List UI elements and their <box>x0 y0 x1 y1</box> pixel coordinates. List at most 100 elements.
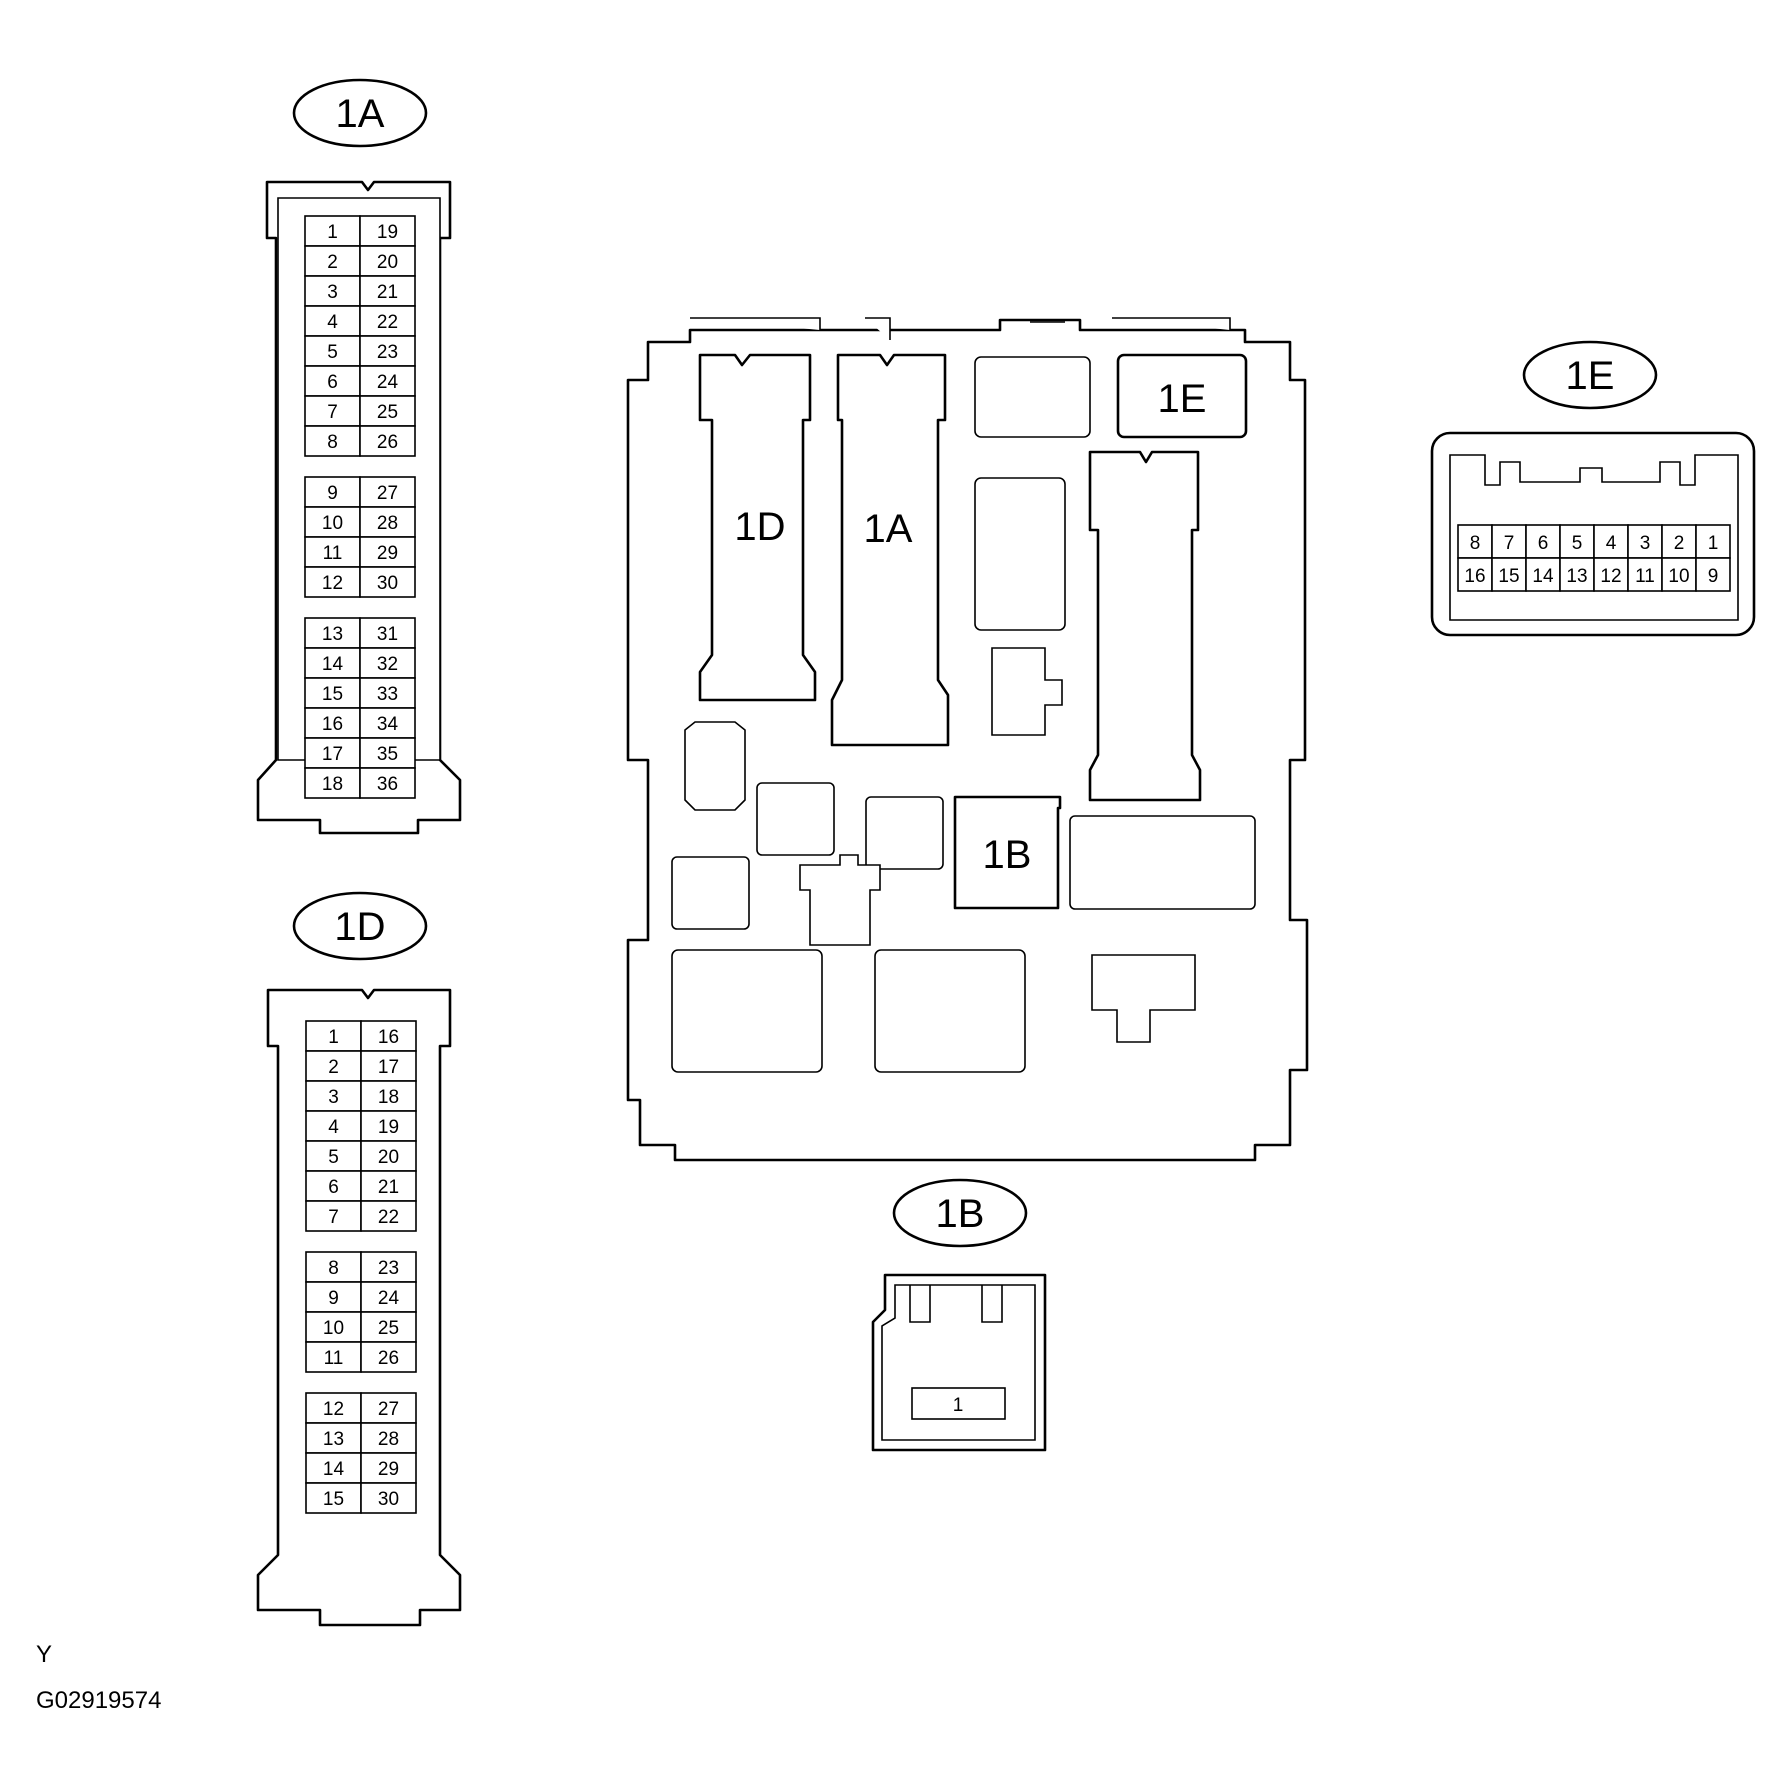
pin-number: 23 <box>378 1258 399 1279</box>
pin-number: 5 <box>327 342 338 363</box>
socket-1e-label: 1E <box>1158 377 1207 421</box>
pin-number: 9 <box>1708 566 1719 587</box>
pin-number: 15 <box>322 684 343 705</box>
pin-cell <box>305 1341 362 1373</box>
pin-number: 10 <box>322 513 343 534</box>
empty-slot <box>684 721 746 811</box>
socket-1d <box>698 353 817 702</box>
pin-number: 5 <box>1572 533 1583 554</box>
pin-cell <box>360 1140 417 1172</box>
pin-cell <box>360 1110 417 1142</box>
pin-cell <box>360 1080 417 1112</box>
pin-number: 27 <box>377 483 398 504</box>
pin-cell <box>1695 557 1731 592</box>
pin-number: 16 <box>1464 566 1485 587</box>
pin-cell <box>1695 524 1731 559</box>
pin-cell <box>304 617 361 649</box>
callout-1b-oval <box>892 1178 1028 1248</box>
callout-1a-oval <box>292 78 428 148</box>
pin-number: 30 <box>378 1489 399 1510</box>
pin-number: 5 <box>328 1147 339 1168</box>
pin-number: 10 <box>1668 566 1689 587</box>
view-code: Y <box>36 1641 52 1668</box>
empty-slot <box>974 477 1066 631</box>
pin-cell <box>359 767 416 799</box>
pin-cell <box>360 1452 417 1484</box>
pin-cell <box>359 566 416 598</box>
socket-1d-label: 1D <box>734 505 785 549</box>
pin-number: 18 <box>322 774 343 795</box>
callout-1d-label: 1D <box>334 905 385 949</box>
pin-number: 4 <box>328 1117 339 1138</box>
empty-slot <box>799 854 881 946</box>
pin-cell <box>1661 524 1697 559</box>
pin-number: 11 <box>324 1348 344 1369</box>
pin-cell <box>304 425 361 457</box>
empty-slot <box>865 796 944 870</box>
pin-number: 10 <box>323 1318 344 1339</box>
pin-number: 25 <box>377 402 398 423</box>
pin-number: 28 <box>377 513 398 534</box>
pin-cell <box>305 1251 362 1283</box>
pin-number: 1 <box>327 222 338 243</box>
pin-cell <box>1491 524 1527 559</box>
pin-number: 7 <box>327 402 338 423</box>
empty-slot <box>1091 954 1196 1043</box>
pin-number: 26 <box>377 432 398 453</box>
pin-number: 14 <box>323 1459 345 1480</box>
empty-slot <box>671 856 750 930</box>
pin-cell <box>1661 557 1697 592</box>
pin-number: 26 <box>378 1348 399 1369</box>
pin-number: 16 <box>322 714 343 735</box>
socket-1b-label: 1B <box>983 833 1032 877</box>
pin-number: 30 <box>377 573 398 594</box>
pin-cell <box>360 1020 417 1052</box>
pin-number: 29 <box>378 1459 399 1480</box>
pin-cell <box>304 305 361 337</box>
connector-1b-pin: 1 <box>953 1395 964 1416</box>
pin-number: 7 <box>328 1207 339 1228</box>
pin-cell <box>359 737 416 769</box>
pin-cell <box>305 1392 362 1424</box>
pin-number: 12 <box>1600 566 1621 587</box>
pin-number: 11 <box>1635 566 1655 587</box>
pin-cell <box>1593 557 1629 592</box>
pin-cell <box>360 1170 417 1202</box>
pin-number: 9 <box>328 1288 339 1309</box>
pin-number: 8 <box>328 1258 339 1279</box>
pin-number: 13 <box>1566 566 1587 587</box>
pin-number: 8 <box>327 432 338 453</box>
pin-number: 13 <box>323 1429 344 1450</box>
socket-1a <box>830 353 950 747</box>
pin-cell <box>305 1311 362 1343</box>
pin-number: 6 <box>1538 533 1549 554</box>
pin-cell <box>360 1482 417 1514</box>
pin-number: 13 <box>322 624 343 645</box>
pin-cell <box>1627 524 1663 559</box>
socket-1b <box>953 795 1062 910</box>
pin-cell <box>304 275 361 307</box>
pin-number: 2 <box>1674 533 1685 554</box>
empty-slot <box>974 356 1091 438</box>
pin-number: 9 <box>327 483 338 504</box>
empty-slot <box>991 647 1063 736</box>
callout-1a-label: 1A <box>336 92 385 136</box>
empty-slot <box>756 782 835 856</box>
pin-number: 7 <box>1504 533 1515 554</box>
pin-cell <box>359 395 416 427</box>
pin-number: 6 <box>328 1177 339 1198</box>
pin-number: 31 <box>377 624 398 645</box>
callout-1e-label: 1E <box>1566 354 1615 398</box>
pin-number: 11 <box>323 543 343 564</box>
pin-cell <box>304 677 361 709</box>
pin-number: 6 <box>327 372 338 393</box>
pin-number: 32 <box>377 654 398 675</box>
pin-number: 35 <box>377 744 398 765</box>
pin-number: 25 <box>378 1318 399 1339</box>
pin-number: 23 <box>377 342 398 363</box>
pin-number: 12 <box>322 573 343 594</box>
pin-cell <box>360 1251 417 1283</box>
pin-number: 34 <box>377 714 399 735</box>
